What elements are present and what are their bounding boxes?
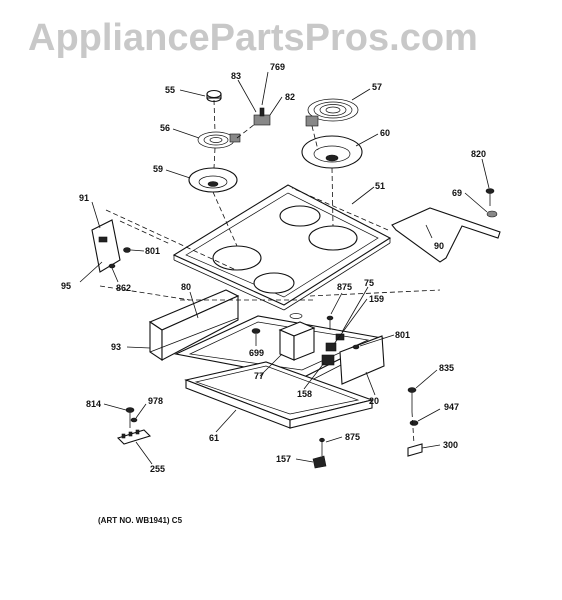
clip-157[interactable] <box>312 455 327 469</box>
screw-801-right[interactable] <box>352 344 360 350</box>
callout-83: 83 <box>231 71 241 81</box>
screw-820[interactable] <box>485 188 495 207</box>
callout-61: 61 <box>209 433 219 443</box>
rail-93[interactable] <box>149 317 239 353</box>
spring-75[interactable] <box>335 333 345 341</box>
terminal-block-77[interactable] <box>278 313 316 361</box>
callout-69: 69 <box>452 188 462 198</box>
screw-699[interactable] <box>251 328 261 334</box>
washer-978[interactable] <box>130 417 138 423</box>
callout-20: 20 <box>369 396 379 406</box>
bottom-tray-61[interactable] <box>184 361 374 429</box>
callout-77: 77 <box>254 371 264 381</box>
callout-814: 814 <box>86 399 101 409</box>
callout-51: 51 <box>375 181 385 191</box>
screw-875-top[interactable] <box>326 315 334 330</box>
callout-157: 157 <box>276 454 291 464</box>
screw-801-left[interactable] <box>123 247 131 253</box>
cooktop-51[interactable] <box>172 184 392 311</box>
screw-814[interactable] <box>125 407 135 429</box>
surface-element-57[interactable] <box>305 98 359 127</box>
drip-pan-60[interactable] <box>301 135 363 169</box>
callout-95: 95 <box>61 281 71 291</box>
callout-820: 820 <box>471 149 486 159</box>
callout-769: 769 <box>270 62 285 72</box>
callout-875-top: 875 <box>337 282 352 292</box>
callout-91: 91 <box>79 193 89 203</box>
screw-862[interactable] <box>108 263 116 269</box>
surface-element-56[interactable] <box>197 131 241 149</box>
callout-59: 59 <box>153 164 163 174</box>
watermark-text: AppliancePartsPros.com <box>28 17 478 59</box>
callout-93: 93 <box>111 342 121 352</box>
callout-255: 255 <box>150 464 165 474</box>
infinite-switch-82[interactable] <box>253 107 271 126</box>
screw-835[interactable] <box>407 387 417 413</box>
callout-80: 80 <box>181 282 191 292</box>
art-number: (ART NO. WB1941) C5 <box>98 516 183 525</box>
terminal-block-255[interactable] <box>116 429 152 445</box>
bracket-91[interactable] <box>91 219 121 273</box>
receptacle-158[interactable] <box>321 354 335 366</box>
clip-69[interactable] <box>486 210 498 218</box>
knob-55[interactable] <box>206 89 222 103</box>
callout-978: 978 <box>148 396 163 406</box>
callout-56: 56 <box>160 123 170 133</box>
callout-labels: 55 83 769 82 57 56 60 59 820 51 69 91 90… <box>61 62 486 474</box>
screw-875-bottom[interactable] <box>319 437 325 456</box>
callout-82: 82 <box>285 92 295 102</box>
callout-801-left: 801 <box>145 246 160 256</box>
nut-947[interactable] <box>409 420 419 426</box>
callout-90: 90 <box>434 241 444 251</box>
callout-158: 158 <box>297 389 312 399</box>
callout-801-right: 801 <box>395 330 410 340</box>
callout-57: 57 <box>372 82 382 92</box>
bracket-300[interactable] <box>407 443 423 457</box>
callout-55: 55 <box>165 85 175 95</box>
callout-862: 862 <box>116 283 131 293</box>
callout-60: 60 <box>380 128 390 138</box>
callout-159: 159 <box>369 294 384 304</box>
callout-947: 947 <box>444 402 459 412</box>
terminal-159[interactable] <box>325 342 337 352</box>
callout-699: 699 <box>249 348 264 358</box>
callout-835: 835 <box>439 363 454 373</box>
callout-875-bottom: 875 <box>345 432 360 442</box>
leader-lines <box>79 71 490 465</box>
drip-pan-59[interactable] <box>188 167 238 193</box>
callout-75: 75 <box>364 278 374 288</box>
wire-harness-90[interactable] <box>391 207 501 263</box>
callout-300: 300 <box>443 440 458 450</box>
